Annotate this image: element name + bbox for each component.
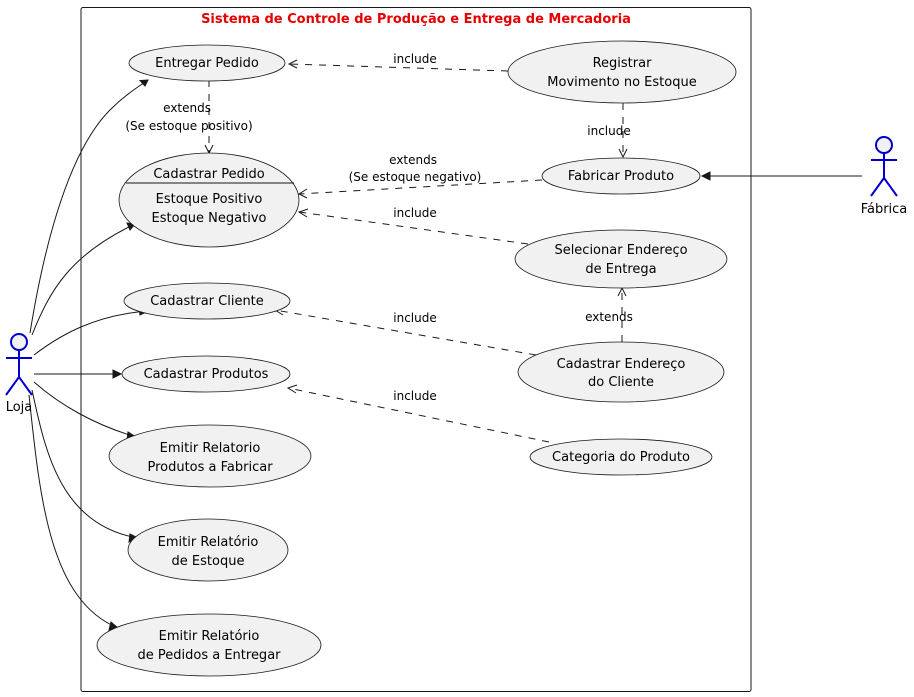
svg-text:Selecionar Endereço: Selecionar Endereço: [554, 243, 687, 258]
use-case-fabricar-produto: Fabricar Produto: [541, 157, 701, 195]
assoc-loja-relatorio-fabricar: [33, 381, 137, 438]
stick-figure-icon: [870, 136, 898, 197]
use-case-relatorio-estoque: Emitir Relatório de Estoque: [127, 518, 289, 582]
arrowhead: [700, 171, 711, 181]
svg-text:Entregar Pedido: Entregar Pedido: [155, 56, 259, 71]
use-case-cadastrar-cliente: Cadastrar Cliente: [123, 282, 291, 320]
svg-text:Movimento no Estoque: Movimento no Estoque: [547, 75, 696, 90]
svg-text:de Entrega: de Entrega: [585, 262, 656, 277]
use-case-selecionar-endereco: Selecionar Endereço de Entrega: [514, 229, 728, 289]
use-case-relatorio-pedidos: Emitir Relatório de Pedidos a Entregar: [96, 613, 322, 677]
dep-fabricar-pedido: [298, 179, 543, 195]
actor-label: Loja: [6, 400, 33, 415]
assoc-loja-cadastrar-pedido: [31, 223, 136, 336]
use-case-categoria-produto: Categoria do Produto: [529, 438, 713, 476]
dep-selecionar-pedido: [298, 211, 529, 245]
svg-text:do Cliente: do Cliente: [588, 375, 654, 390]
actor-label: Fábrica: [861, 202, 908, 217]
stick-figure-icon: [5, 333, 33, 396]
use-case-cadastrar-pedido: Cadastrar Pedido Estoque Positivo Estoqu…: [118, 152, 300, 248]
svg-text:de Pedidos a Entregar: de Pedidos a Entregar: [138, 648, 282, 663]
extension-point: Estoque Positivo: [156, 192, 263, 207]
actor-loja: Loja: [5, 333, 33, 415]
extension-point: Estoque Negativo: [152, 211, 267, 226]
dependencies: include extends (Se estoque positivo) in…: [125, 52, 633, 443]
use-case-cadastrar-endereco: Cadastrar Endereço do Cliente: [517, 341, 725, 403]
label-include-5: include: [393, 389, 436, 403]
svg-text:Produtos a Fabricar: Produtos a Fabricar: [147, 460, 273, 475]
arrowhead: [618, 148, 628, 159]
svg-text:de Estoque: de Estoque: [172, 554, 245, 569]
label-extends-2: extends (Se estoque negativo): [349, 153, 482, 184]
label-include-3: include: [393, 206, 436, 220]
arrowhead: [286, 384, 298, 394]
arrowhead: [287, 59, 298, 69]
assoc-loja-cadastrar-cliente: [33, 310, 149, 356]
arrowhead: [297, 188, 308, 199]
label-include-1: include: [393, 52, 436, 66]
svg-text:Categoria do Produto: Categoria do Produto: [552, 450, 690, 465]
svg-text:Emitir Relatório: Emitir Relatório: [159, 629, 260, 644]
arrowhead: [138, 79, 149, 87]
label-include-4: include: [393, 311, 436, 325]
arrowhead: [297, 208, 309, 218]
actor-fabrica: Fábrica: [861, 136, 908, 217]
label-include-2: include: [587, 124, 630, 138]
dep-registrar-entregar: [288, 63, 509, 72]
use-case-registrar-movimento: Registrar Movimento no Estoque: [507, 40, 737, 104]
assoc-loja-entregar: [29, 79, 149, 334]
arrowhead: [112, 369, 123, 379]
label-extends-3: extends: [585, 310, 633, 324]
use-case-relatorio-fabricar: Emitir Relatorio Produtos a Fabricar: [108, 424, 312, 488]
svg-text:Fabricar Produto: Fabricar Produto: [568, 169, 674, 184]
svg-text:Cadastrar Endereço: Cadastrar Endereço: [557, 357, 686, 372]
assoc-loja-relatorio-estoque: [31, 389, 139, 539]
dep-categoria-produtos: [287, 387, 550, 443]
svg-text:Cadastrar Cliente: Cadastrar Cliente: [150, 294, 264, 309]
svg-text:Cadastrar Produtos: Cadastrar Produtos: [144, 367, 269, 382]
label-extends-1: extends (Se estoque positivo): [125, 101, 252, 133]
svg-text:Registrar: Registrar: [593, 56, 652, 71]
assoc-loja-relatorio-pedidos: [28, 394, 119, 629]
system-title: Sistema de Controle de Produção e Entreg…: [201, 12, 631, 27]
svg-text:Emitir Relatorio: Emitir Relatorio: [160, 441, 261, 456]
svg-text:Emitir Relatório: Emitir Relatório: [158, 535, 259, 550]
use-case-cadastrar-produtos: Cadastrar Produtos: [121, 355, 291, 393]
use-case-title: Cadastrar Pedido: [153, 167, 264, 182]
system-boundary: [80, 7, 752, 692]
use-case-entregar-pedido: Entregar Pedido: [128, 44, 286, 82]
loja-associations: [28, 79, 150, 631]
dep-endereco-cliente: [274, 309, 537, 356]
